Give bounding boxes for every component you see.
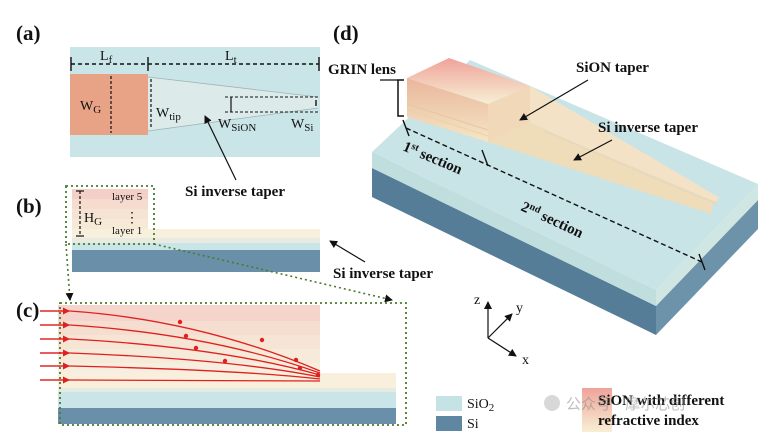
grin-lens-label: GRIN lens (328, 62, 396, 78)
sio2-box-c (58, 392, 396, 408)
legend-swatch-sion (582, 388, 612, 432)
sion-layer-3 (72, 209, 148, 219)
si-inverse-taper-label-d: Si inverse taper (598, 120, 698, 136)
sion-grad-layer-3 (58, 335, 320, 349)
si-substrate-front (372, 168, 656, 335)
watermark: 公众号 · 摩尔芯创 (544, 395, 685, 413)
legend-swatch-sio2 (436, 396, 462, 411)
callout-arrow-a (204, 115, 237, 181)
x-axis-label: x (522, 353, 529, 368)
ray-point (297, 365, 303, 371)
ray-point (183, 333, 189, 339)
si-taper-region (148, 77, 318, 131)
panel-d-3d-view: GRIN lens SiON taper Si inverse taper 1s… (328, 58, 758, 335)
taper-edge-top (147, 76, 319, 98)
panel-c-ray-trace (40, 302, 407, 426)
coordinate-axes: z y x (474, 293, 529, 368)
sio2-box-front (372, 152, 656, 306)
sion-taper-top (488, 86, 720, 204)
callout-si-inverse-taper-a: Si inverse taper (185, 184, 285, 200)
grin-lens-side (488, 86, 530, 142)
section-2-tick-right (698, 253, 706, 271)
wg-label: WG (80, 99, 101, 116)
zoom-guide-right (153, 243, 393, 303)
grin-lens-top (407, 58, 530, 104)
si-layer-c (58, 388, 396, 392)
si-inverse-taper-arrow-d (573, 139, 613, 161)
hg-label: HG (84, 211, 102, 228)
wtip-label: Wtip (156, 106, 181, 123)
legend: SiO2 Si SiON with different refractive i… (436, 388, 724, 432)
legend-label-si: Si (467, 417, 479, 432)
grin-lens-front (407, 78, 488, 142)
grin-lens-bracket (397, 79, 404, 117)
legend-label-sion-line2: refractive index (598, 413, 699, 429)
sion-taper-label: SiON taper (576, 60, 649, 76)
si-inverse-taper-top (540, 128, 718, 206)
panel-label-d: (d) (333, 21, 359, 45)
sion-layer-2 (72, 219, 148, 229)
callout-si-inverse-taper-b: Si inverse taper (333, 266, 433, 282)
ray-5 (40, 365, 321, 380)
section-1-tick-right (481, 149, 489, 167)
ray-1 (40, 310, 321, 372)
y-axis-label: y (516, 301, 523, 316)
ray-point (259, 337, 265, 343)
wechat-icon (544, 395, 560, 411)
panel-b-side-view: HG layer 5 ⋮ layer 1 Si inverse taper (65, 185, 433, 303)
sion-grad-layer-1 (58, 363, 320, 373)
taper-edge-bottom (147, 107, 319, 132)
lt-label: Lt (225, 49, 237, 66)
lf-label: Lf (100, 49, 113, 66)
y-axis (487, 313, 513, 339)
si-layer-b (72, 238, 320, 243)
sion-taper-arrow (519, 79, 589, 121)
ray-point (293, 357, 299, 363)
grin-lens-top-view (70, 74, 148, 135)
ray-2 (40, 324, 321, 374)
panel-a-top-view: Lf Lt WG Wtip WSiON WSi Si inverse taper (70, 47, 320, 200)
zoom-guide-left (65, 243, 74, 301)
watermark-text: 公众号 · 摩尔芯创 (566, 395, 685, 413)
ray-point (315, 372, 321, 378)
callout-arrow-b (329, 240, 366, 263)
section-1-tick-left (402, 119, 410, 137)
si-substrate-side (656, 200, 758, 335)
zoom-box-c (59, 302, 407, 426)
legend-swatch-si (436, 416, 462, 431)
wsion-label: WSiON (218, 117, 256, 134)
ray-3 (40, 338, 321, 376)
ray-4 (40, 352, 321, 378)
panel-label-b: (b) (16, 194, 42, 218)
legend-label-sio2: SiO2 (467, 397, 494, 414)
layer-5-label: layer 5 (112, 191, 143, 203)
ray-point (177, 319, 183, 325)
sio2-box-side (656, 184, 758, 306)
lens-layer-line (406, 103, 489, 131)
section-dimension-line (405, 127, 703, 263)
layer-1-label: layer 1 (112, 225, 142, 237)
si-substrate-b (72, 250, 320, 272)
sion-layer-5 (72, 189, 148, 199)
sio2-box-b (72, 243, 320, 250)
x-axis (487, 337, 517, 357)
zoom-box-b (65, 185, 155, 245)
sion-layer-4 (72, 199, 148, 209)
panel-label-c: (c) (16, 298, 39, 322)
lens-layer-line (406, 109, 489, 137)
ray-point (193, 345, 199, 351)
ray-point (222, 358, 228, 364)
layer-dots: ⋮ (125, 211, 139, 226)
sion-layer-1 (72, 229, 320, 238)
wsi-label: WSi (291, 117, 313, 134)
panel-label-a: (a) (16, 21, 41, 45)
si-substrate-c (58, 408, 396, 424)
legend-label-sion-line1: SiON with different (598, 393, 724, 409)
z-axis-label: z (474, 293, 480, 308)
